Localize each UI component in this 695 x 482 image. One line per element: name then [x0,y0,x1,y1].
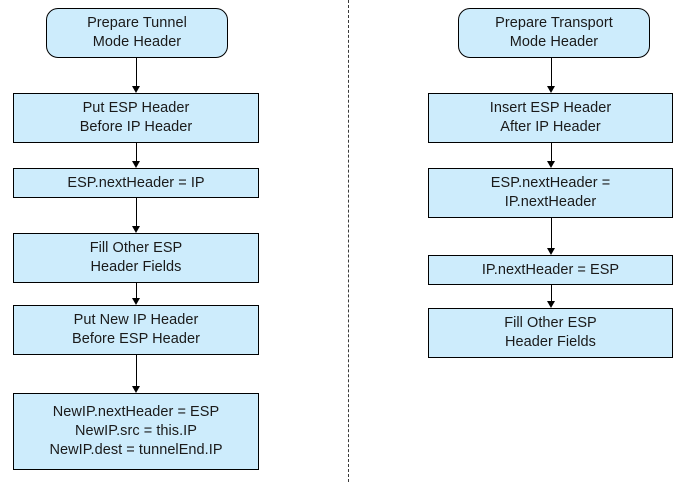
flow-node-text-line: Before IP Header [79,119,193,135]
flow-node-text-line: ESP.nextHeader = IP [67,174,205,191]
arrow-line [551,218,553,249]
flow-node-text-line: Fill Other ESP [89,240,183,256]
arrow-line [551,285,553,302]
arrow-line [136,143,138,162]
flow-node-text-line: IP.nextHeader = ESP [481,261,620,278]
flow-node-tunnel-fill-other[interactable]: Fill Other ESP Header Fields [13,233,259,283]
flow-node-text-line: Insert ESP Header [489,100,612,116]
flow-node-text-line: Mode Header [509,34,599,50]
column-divider [348,0,349,482]
flow-node-text-line: Put New IP Header [73,312,199,328]
flow-node-text-line: Prepare Transport [495,15,613,31]
arrowhead-icon [547,301,556,308]
flow-node-text-line: IP.nextHeader [504,194,597,210]
arrow-line [136,58,138,87]
arrowhead-icon [132,298,141,305]
arrowhead-icon [132,226,141,233]
arrow-line [136,355,138,387]
arrowhead-icon [132,161,141,168]
flow-node-text-line: Fill Other ESP [504,315,597,331]
flow-node-text-line: Put ESP Header [82,100,190,116]
flow-node-text-line: Prepare Tunnel [87,15,187,31]
arrowhead-icon [132,86,141,93]
flow-node-text-line: Header Fields [505,334,596,350]
flow-node-text-line: NewIP.nextHeader = ESP [52,404,220,420]
flow-node-transport-esp-nextheader[interactable]: ESP.nextHeader = IP.nextHeader [428,168,673,218]
arrowhead-icon [132,386,141,393]
flow-node-transport-fill-other[interactable]: Fill Other ESP Header Fields [428,308,673,358]
flow-node-text-line: Mode Header [92,34,182,50]
flow-node-transport-ip-nextheader[interactable]: IP.nextHeader = ESP [428,255,673,285]
flow-node-tunnel-esp-nextheader[interactable]: ESP.nextHeader = IP [13,168,259,198]
arrowhead-icon [547,248,556,255]
flow-node-text-line: Header Fields [90,259,182,275]
flow-node-text-line: ESP.nextHeader = [490,175,611,191]
arrow-line [136,198,138,227]
flow-node-text-line: NewIP.dest = tunnelEnd.IP [49,442,223,458]
arrowhead-icon [547,161,556,168]
flow-node-text-line: NewIP.src = this.IP [75,423,197,439]
flow-node-tunnel-newip-fields[interactable]: NewIP.nextHeader = ESP NewIP.src = this.I… [13,393,259,470]
arrow-line [551,143,553,162]
arrow-line [136,283,138,299]
arrowhead-icon [547,86,556,93]
flow-node-text-line: After IP Header [500,119,601,135]
arrow-line [551,58,553,87]
flow-node-text-line: Before ESP Header [72,331,200,347]
